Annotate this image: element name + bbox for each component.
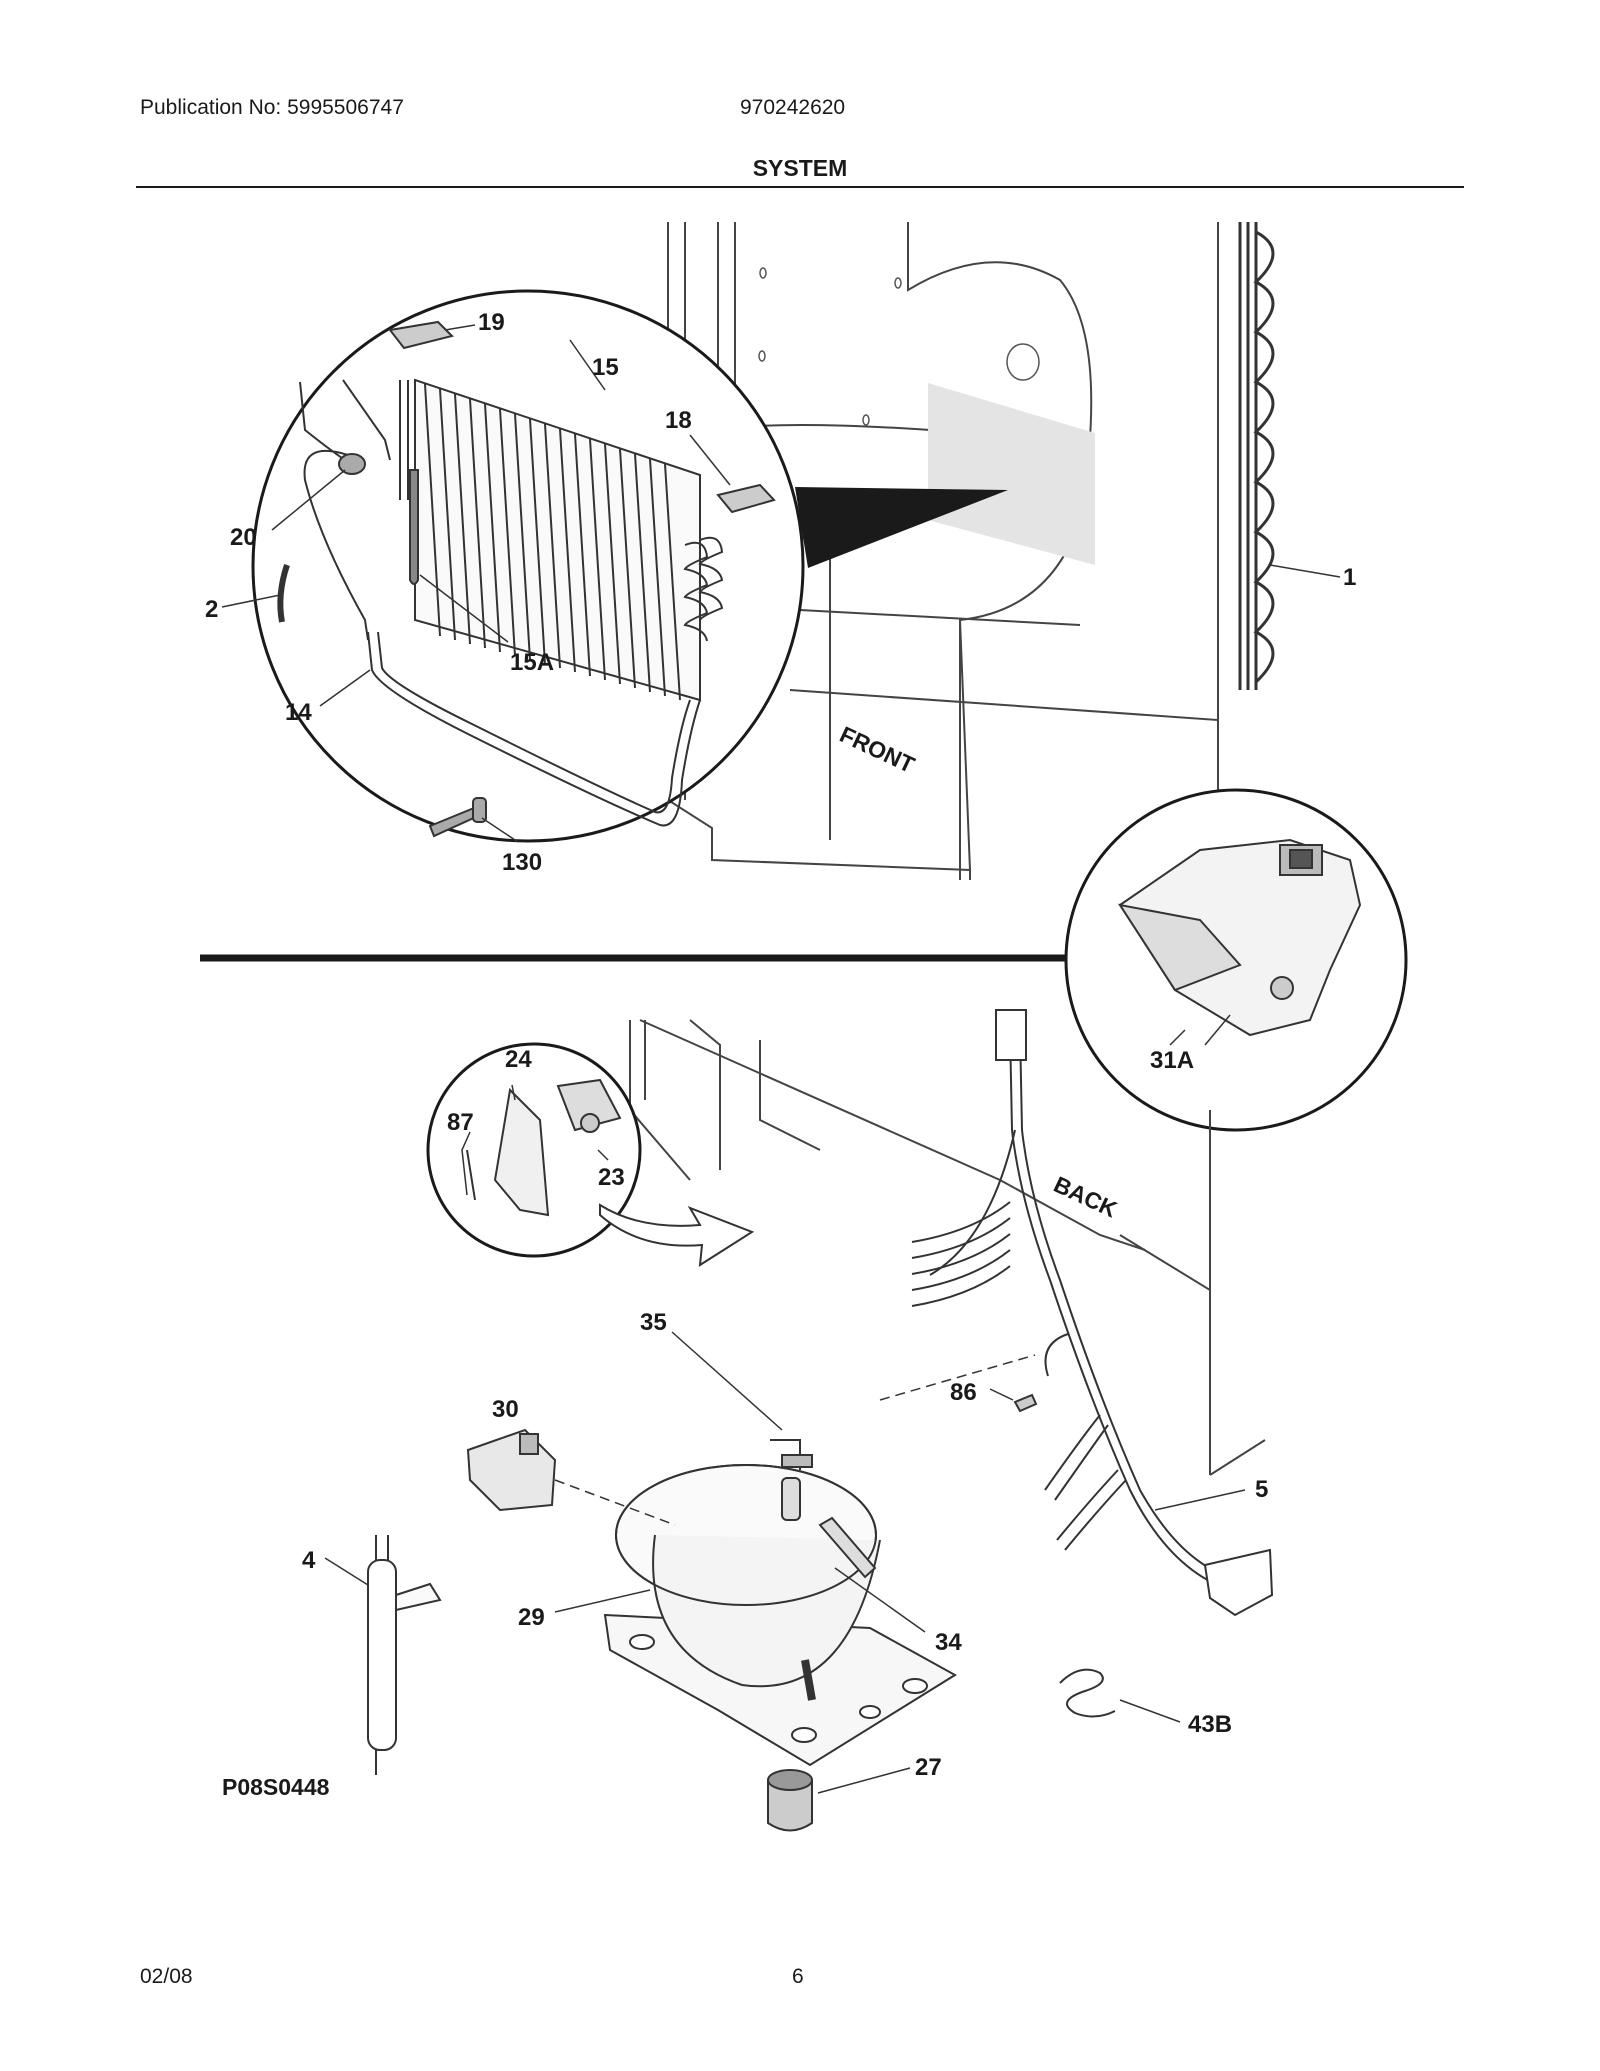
figure-code: P08S0448 — [222, 1774, 330, 1800]
leader-14 — [319, 669, 371, 707]
part-87: 87 — [447, 1109, 474, 1136]
part-35: 35 — [640, 1309, 667, 1336]
harness-clip — [277, 564, 290, 623]
leader-18 — [689, 434, 731, 486]
leader-29 — [554, 1589, 651, 1613]
condenser-coil — [1238, 222, 1275, 690]
leader-15 — [569, 339, 606, 391]
zoom-pointer — [795, 487, 1008, 568]
part-130: 130 — [502, 849, 542, 876]
leader-130 — [481, 817, 519, 843]
part-34: 34 — [935, 1629, 962, 1656]
leader-19 — [444, 324, 476, 331]
cabinet-holes — [758, 267, 1040, 426]
model-number: 970242620 — [740, 96, 846, 119]
front-label: FRONT — [836, 721, 919, 778]
filter-drier — [367, 1535, 442, 1775]
publication-number: Publication No: 5995506747 — [140, 96, 404, 119]
leader-24 — [511, 1084, 516, 1101]
compressor — [603, 1439, 957, 1767]
bracket-19 — [388, 320, 454, 350]
leader-15a — [419, 574, 509, 643]
bracket-18 — [716, 483, 776, 514]
transfer-arrow — [599, 1203, 755, 1267]
discharge-tubes — [1044, 1414, 1127, 1551]
wire-bundle — [911, 1201, 1011, 1307]
leader-lines-upper — [221, 324, 1341, 843]
screw-130 — [428, 797, 487, 838]
leader-lines-lower — [324, 1029, 1246, 1794]
relay-bracket — [466, 1078, 622, 1217]
leader-1 — [1269, 564, 1341, 578]
plug — [1203, 1548, 1274, 1617]
leader-86 — [989, 1388, 1014, 1401]
header-rule — [136, 186, 1464, 188]
part-15a: 15A — [510, 649, 554, 676]
cord-connector — [995, 1009, 1027, 1061]
part-29: 29 — [518, 1604, 545, 1631]
part-27: 27 — [915, 1754, 942, 1781]
grommet — [767, 1769, 813, 1832]
dashed-line-back — [879, 1354, 1036, 1401]
part-43b: 43B — [1188, 1711, 1232, 1738]
part-2: 2 — [205, 596, 218, 623]
leader-35 — [671, 1331, 783, 1431]
publication-date: 02/08 — [140, 1965, 193, 1988]
leader-4 — [324, 1557, 369, 1586]
back-label: BACK — [1050, 1171, 1122, 1223]
leader-5 — [1154, 1489, 1246, 1511]
heater-bulb — [409, 469, 419, 585]
part-5: 5 — [1255, 1476, 1268, 1503]
part-31a: 31A — [1150, 1047, 1194, 1074]
leader-20 — [271, 469, 346, 531]
sensor — [338, 453, 366, 475]
part-30: 30 — [492, 1396, 519, 1423]
page-number: 6 — [792, 1965, 804, 1988]
drain-tube — [367, 631, 701, 827]
section-title: SYSTEM — [752, 155, 848, 181]
ice-maker — [1117, 838, 1362, 1046]
part-23: 23 — [598, 1164, 625, 1191]
ground-screw — [1013, 1333, 1069, 1413]
part-4: 4 — [302, 1547, 316, 1574]
leader-2 — [221, 594, 281, 608]
part-86: 86 — [950, 1379, 977, 1406]
relay-30 — [466, 1428, 557, 1512]
part-1: 1 — [1343, 564, 1356, 591]
clip-43b — [1059, 1668, 1116, 1718]
leader-27 — [817, 1767, 911, 1794]
part-14: 14 — [285, 699, 312, 726]
leader-87 — [461, 1131, 471, 1196]
part-20: 20 — [230, 524, 257, 551]
leader-43b — [1119, 1699, 1181, 1723]
leader-31a — [1169, 1029, 1186, 1046]
part-15: 15 — [592, 354, 619, 381]
leader-23 — [597, 1149, 609, 1161]
part-19: 19 — [478, 309, 505, 336]
part-24: 24 — [505, 1046, 532, 1073]
leader-34 — [834, 1567, 926, 1633]
part-18: 18 — [665, 407, 692, 434]
evaporator-cavity — [928, 383, 1095, 565]
dashed-line — [554, 1479, 676, 1526]
